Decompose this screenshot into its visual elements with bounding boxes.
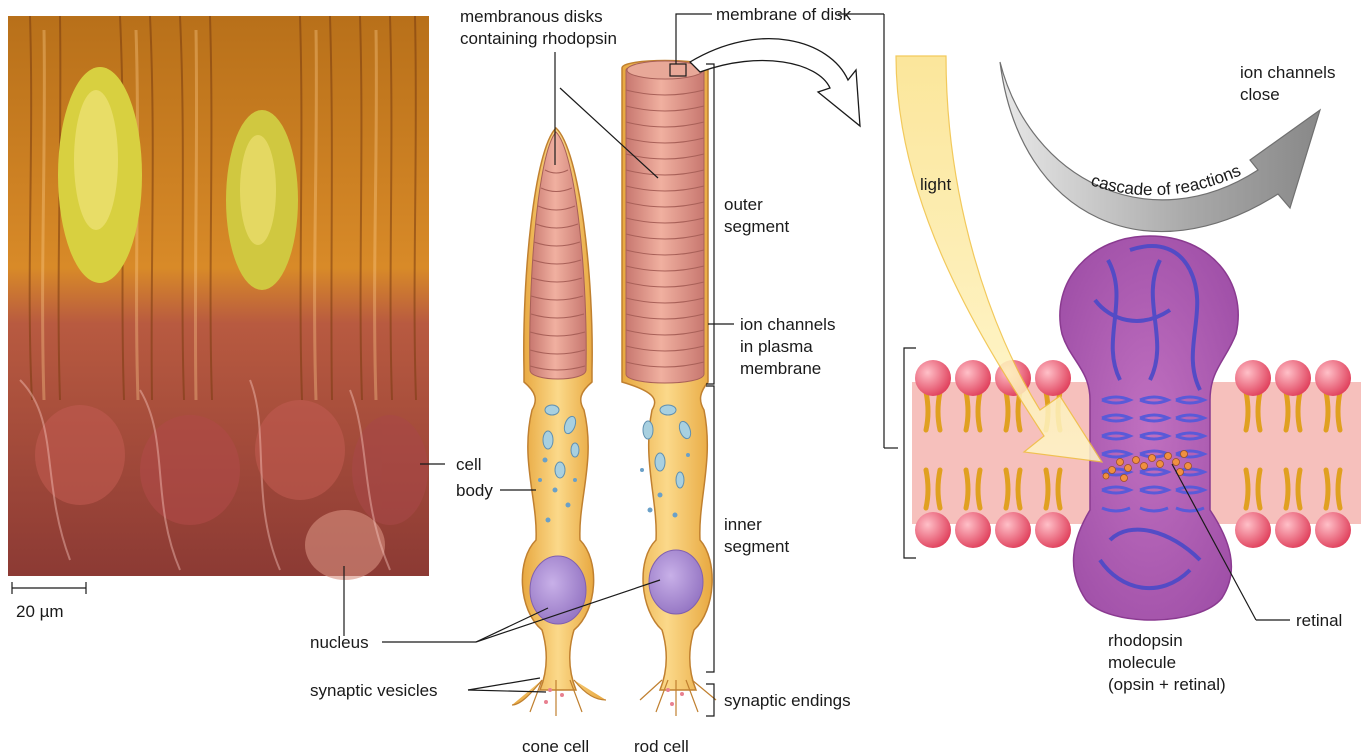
synaptic-vesicles-label: synaptic vesicles bbox=[310, 681, 438, 700]
outer-segment-label-1: outer bbox=[724, 195, 763, 214]
membranous-disks-label-2: containing rhodopsin bbox=[460, 29, 617, 48]
inner-segment-label-1: inner bbox=[724, 515, 762, 534]
ion-channels-close-label-1: ion channels bbox=[1240, 63, 1335, 82]
rod-cell-label: rod cell bbox=[634, 737, 689, 756]
rhodopsin-label-1: rhodopsin bbox=[1108, 631, 1183, 650]
cone-cell-label: cone cell bbox=[522, 737, 589, 756]
retinal-label: retinal bbox=[1296, 611, 1342, 630]
inner-segment-label-2: segment bbox=[724, 537, 789, 556]
ion-channels-plasma-label-1: ion channels bbox=[740, 315, 835, 334]
rod-cell bbox=[622, 61, 716, 717]
membranous-disks-label-1: membranous disks bbox=[460, 7, 603, 26]
cell-body-label-1: cell bbox=[456, 455, 482, 474]
light-label: light bbox=[920, 175, 951, 194]
nucleus-label: nucleus bbox=[310, 633, 369, 652]
cell-body-label-2: body bbox=[456, 481, 493, 500]
synaptic-endings-label: synaptic endings bbox=[724, 691, 851, 710]
retina-micrograph bbox=[8, 16, 429, 580]
ion-channels-close-label-2: close bbox=[1240, 85, 1280, 104]
outer-segment-label-2: segment bbox=[724, 217, 789, 236]
scale-bar-label: 20 µm bbox=[16, 602, 64, 621]
rhodopsin-label-3: (opsin + retinal) bbox=[1108, 675, 1226, 694]
scale-bar: 20 µm bbox=[12, 582, 86, 621]
rhodopsin-label-2: molecule bbox=[1108, 653, 1176, 672]
membrane-of-disk-label: membrane of disk bbox=[716, 5, 852, 24]
rod-nucleus bbox=[649, 550, 703, 614]
zoom-arrow bbox=[690, 39, 860, 126]
cone-cell bbox=[512, 128, 606, 716]
ion-channels-plasma-label-2: in plasma bbox=[740, 337, 813, 356]
ion-channels-plasma-label-3: membrane bbox=[740, 359, 821, 378]
